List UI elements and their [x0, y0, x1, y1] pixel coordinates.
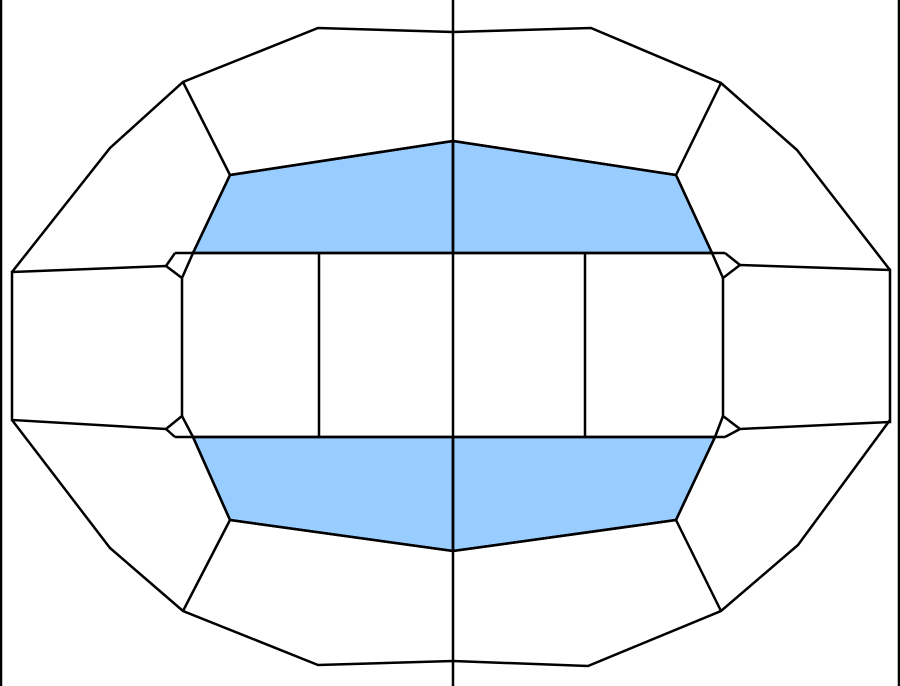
right-octagon-inner-top	[710, 252, 725, 279]
right-octagon-inner-bottom	[713, 415, 725, 438]
left-octagon-to-band-top	[164, 252, 177, 267]
left-octagon-inner-bottom	[180, 415, 195, 438]
left-octagon-to-band-bottom	[165, 428, 176, 438]
spoke-bottom-left	[181, 519, 232, 612]
left-octagon-inner-top	[180, 252, 195, 279]
spoke-bottom-right	[674, 519, 723, 612]
right-octagon-to-band-bottom	[724, 427, 741, 439]
right-octagon-to-band-top	[724, 252, 741, 266]
spoke-top-left	[181, 81, 232, 176]
spoke-top-right	[674, 82, 723, 176]
